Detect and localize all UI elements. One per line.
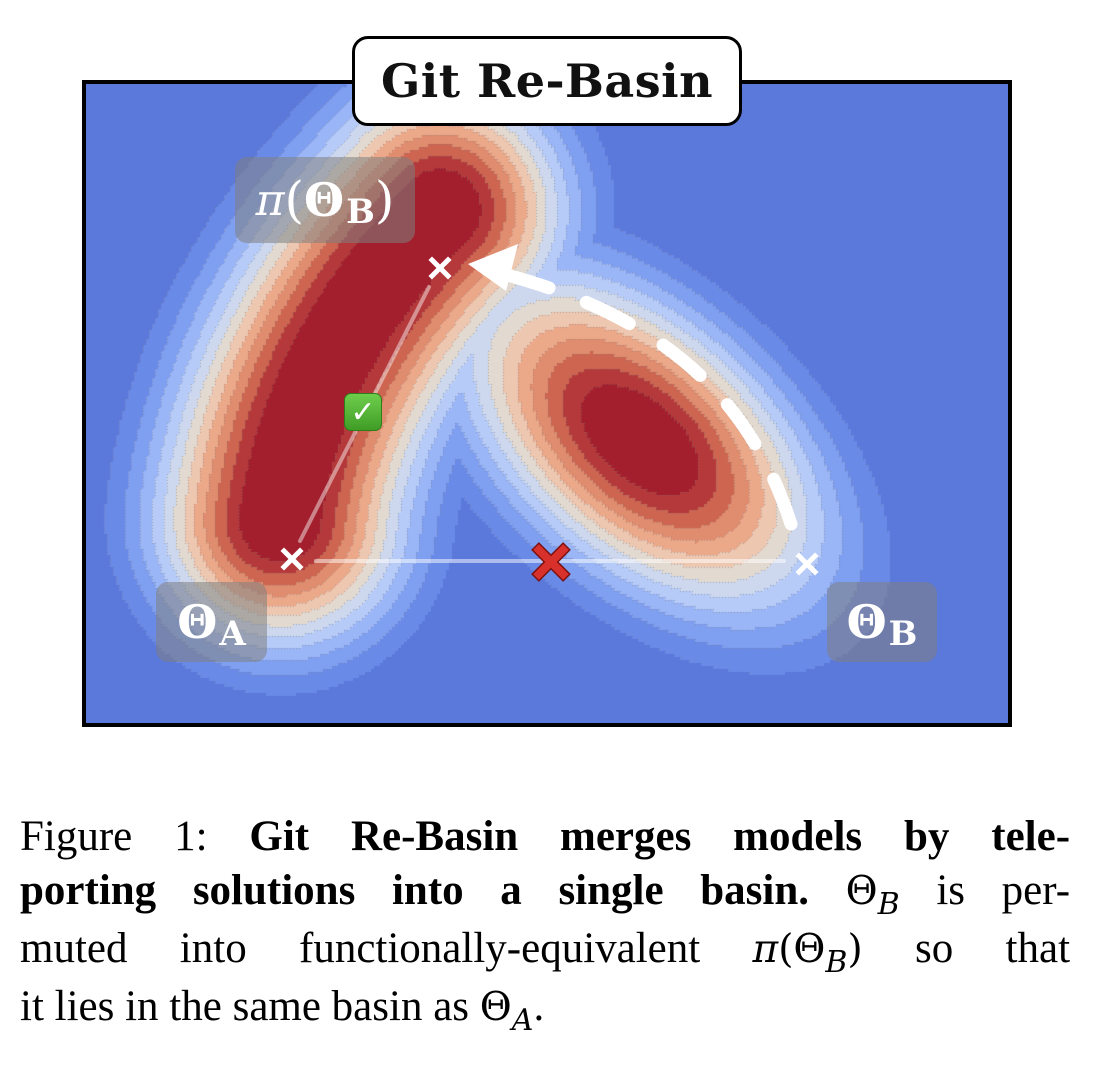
theta-b-inline: ΘB	[845, 869, 900, 922]
theta-symbol: Θ	[793, 927, 826, 972]
caption-text-2: is per-	[936, 867, 1071, 914]
caption-bold-1: Git Re-Basin merges models by tele-	[249, 813, 1071, 860]
subscript-b: B	[825, 945, 848, 980]
caption-line-2: porting solutions into a single basin. Θ…	[20, 864, 1070, 922]
figure-title: Git Re-Basin	[352, 36, 742, 126]
theta-b-label: Θ B	[827, 582, 937, 662]
subscript-b: B	[888, 614, 918, 654]
theta-symbol: Θ	[304, 173, 345, 227]
caption-label: Figure 1:	[20, 813, 208, 860]
subscript-a: A	[219, 614, 246, 654]
caption-line-3: muted into functionally-equivalent π(ΘB)…	[20, 922, 1070, 980]
caption-text-4: it lies in the same basin as	[20, 983, 470, 1030]
failed-merge-cross-icon	[531, 542, 571, 582]
theta-symbol: Θ	[479, 985, 512, 1030]
open-paren: (	[284, 171, 305, 229]
caption-bold-2: porting solutions into a single basin.	[20, 867, 809, 914]
figure-caption: Figure 1: Git Re-Basin merges models by …	[20, 810, 1070, 1038]
subscript-b: B	[877, 887, 900, 922]
caption-line-4: it lies in the same basin as ΘA.	[20, 980, 1070, 1038]
caption-line-1: Figure 1: Git Re-Basin merges models by …	[20, 810, 1070, 864]
theta-symbol: Θ	[177, 595, 218, 649]
permutation-arrow-path	[504, 269, 798, 531]
success-check-icon: ✓	[344, 393, 382, 431]
pi-symbol: π	[255, 174, 285, 226]
theta-a-point	[280, 547, 304, 571]
close-paren: )	[374, 171, 395, 229]
theta-a-label: Θ A	[156, 582, 267, 662]
overlay-annotations	[280, 244, 819, 582]
theta-symbol: Θ	[845, 869, 878, 914]
theta-symbol: Θ	[846, 595, 887, 649]
pi-theta-b-point	[428, 256, 452, 280]
subscript-b: B	[346, 192, 375, 232]
theta-b-point	[795, 552, 819, 576]
pi-symbol: π	[752, 927, 779, 972]
pi-theta-b-label: π ( Θ B )	[235, 157, 415, 243]
caption-text-3a: muted into functionally-equivalent	[20, 925, 701, 972]
period: .	[533, 983, 545, 1030]
subscript-a: A	[511, 1003, 534, 1038]
caption-text-3b: so that	[914, 925, 1071, 972]
pi-theta-b-inline: π(ΘB)	[752, 927, 863, 980]
arrowhead-icon	[468, 244, 518, 291]
theta-a-inline: ΘA	[479, 985, 534, 1038]
